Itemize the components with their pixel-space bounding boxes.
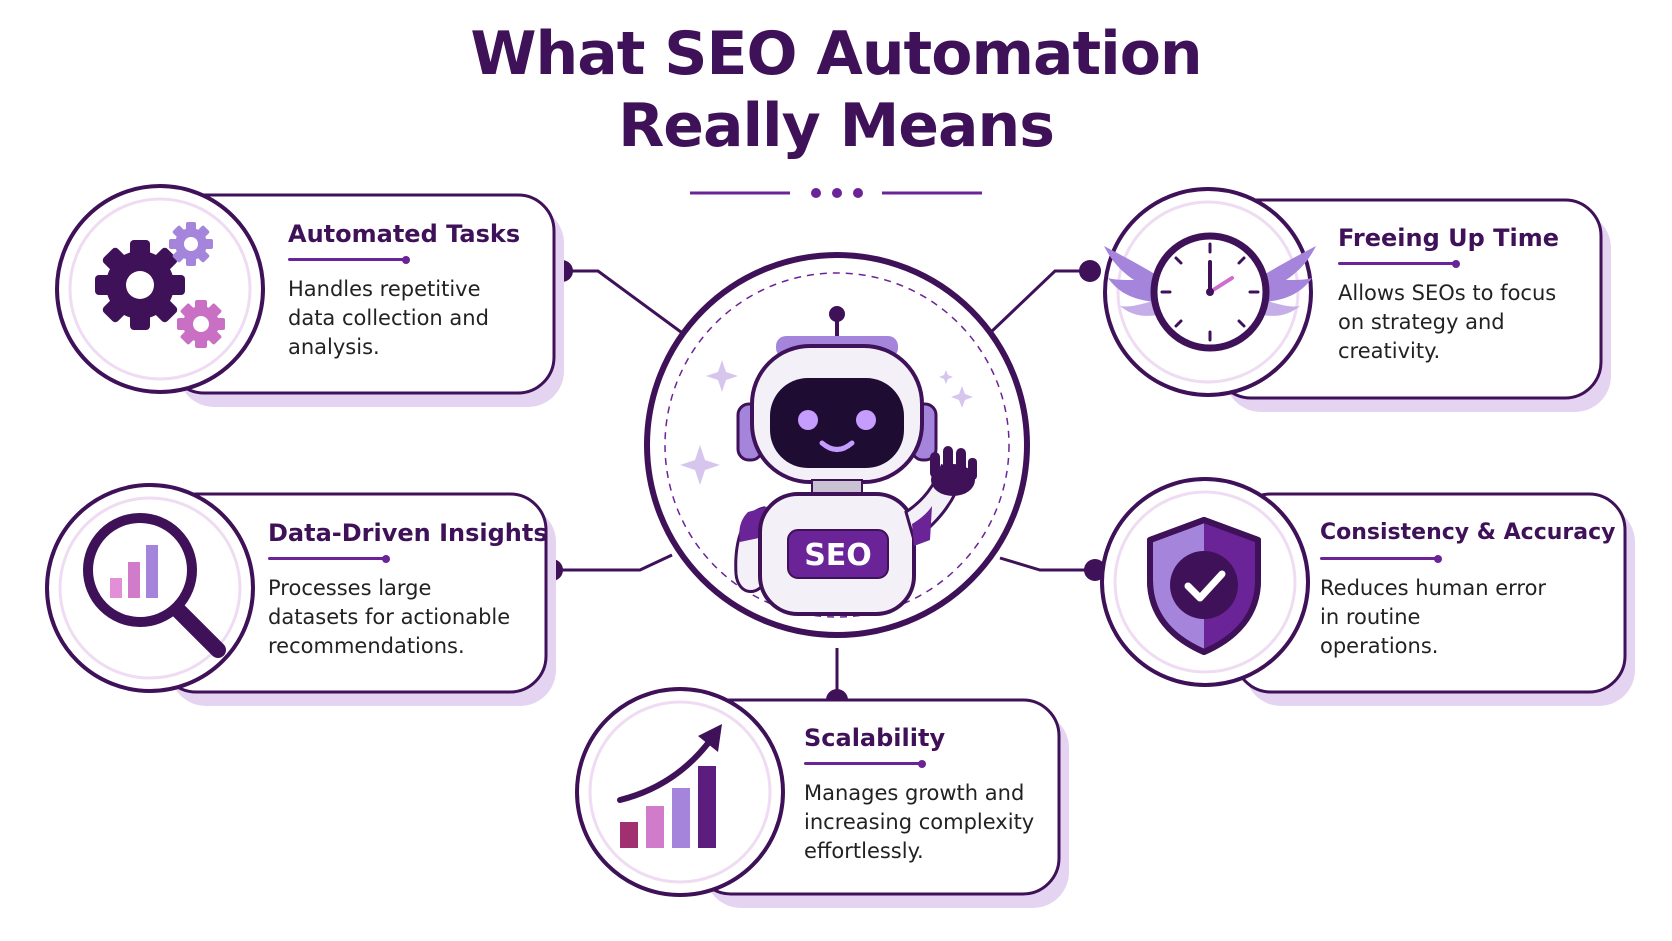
page-title: What SEO Automation Really Means xyxy=(0,18,1672,162)
sparkle-icon xyxy=(680,360,973,485)
title-line-2: Really Means xyxy=(618,91,1055,161)
card-title-underline xyxy=(804,759,926,768)
card-text-automated-tasks: Automated Tasks Handles repetitive data … xyxy=(288,218,520,362)
card-text-consistency-accuracy: Consistency & Accuracy Reduces human err… xyxy=(1320,517,1616,661)
card-title: Consistency & Accuracy xyxy=(1320,520,1616,545)
card-description: Manages growth and increasing complexity… xyxy=(804,781,1035,863)
card-title-underline xyxy=(268,554,390,563)
card-text-data-driven-insights: Data-Driven Insights Processes large dat… xyxy=(268,517,548,661)
robot-seo-badge: SEO xyxy=(804,538,872,573)
card-text-freeing-up-time: Freeing Up Time Allows SEOs to focus on … xyxy=(1338,222,1559,366)
card-description: Processes large datasets for actionable … xyxy=(268,576,511,658)
magnifier-chart-icon xyxy=(83,513,226,658)
gears-icon xyxy=(95,222,225,348)
card-title: Data-Driven Insights xyxy=(268,519,548,547)
connectors xyxy=(552,269,1095,700)
title-line-1: What SEO Automation xyxy=(470,19,1202,89)
card-text-scalability: Scalability Manages growth and increasin… xyxy=(804,722,1034,866)
shield-check-icon xyxy=(1147,517,1261,655)
robot-waving-hand xyxy=(930,446,977,496)
growth-chart-icon xyxy=(617,724,722,848)
winged-clock-icon xyxy=(1104,232,1316,352)
card-title-underline xyxy=(1320,554,1442,563)
card-description: Reduces human error in routine operation… xyxy=(1320,576,1547,658)
card-title: Scalability xyxy=(804,724,946,752)
title-divider xyxy=(690,188,982,198)
card-title: Automated Tasks xyxy=(288,220,521,248)
robot-icon: SEO xyxy=(734,306,977,616)
card-description: Allows SEOs to focus on strategy and cre… xyxy=(1338,281,1557,363)
card-title: Freeing Up Time xyxy=(1338,224,1560,252)
card-title-underline xyxy=(288,255,410,264)
card-title-underline xyxy=(1338,259,1460,268)
card-description: Handles repetitive data collection and a… xyxy=(288,277,489,359)
